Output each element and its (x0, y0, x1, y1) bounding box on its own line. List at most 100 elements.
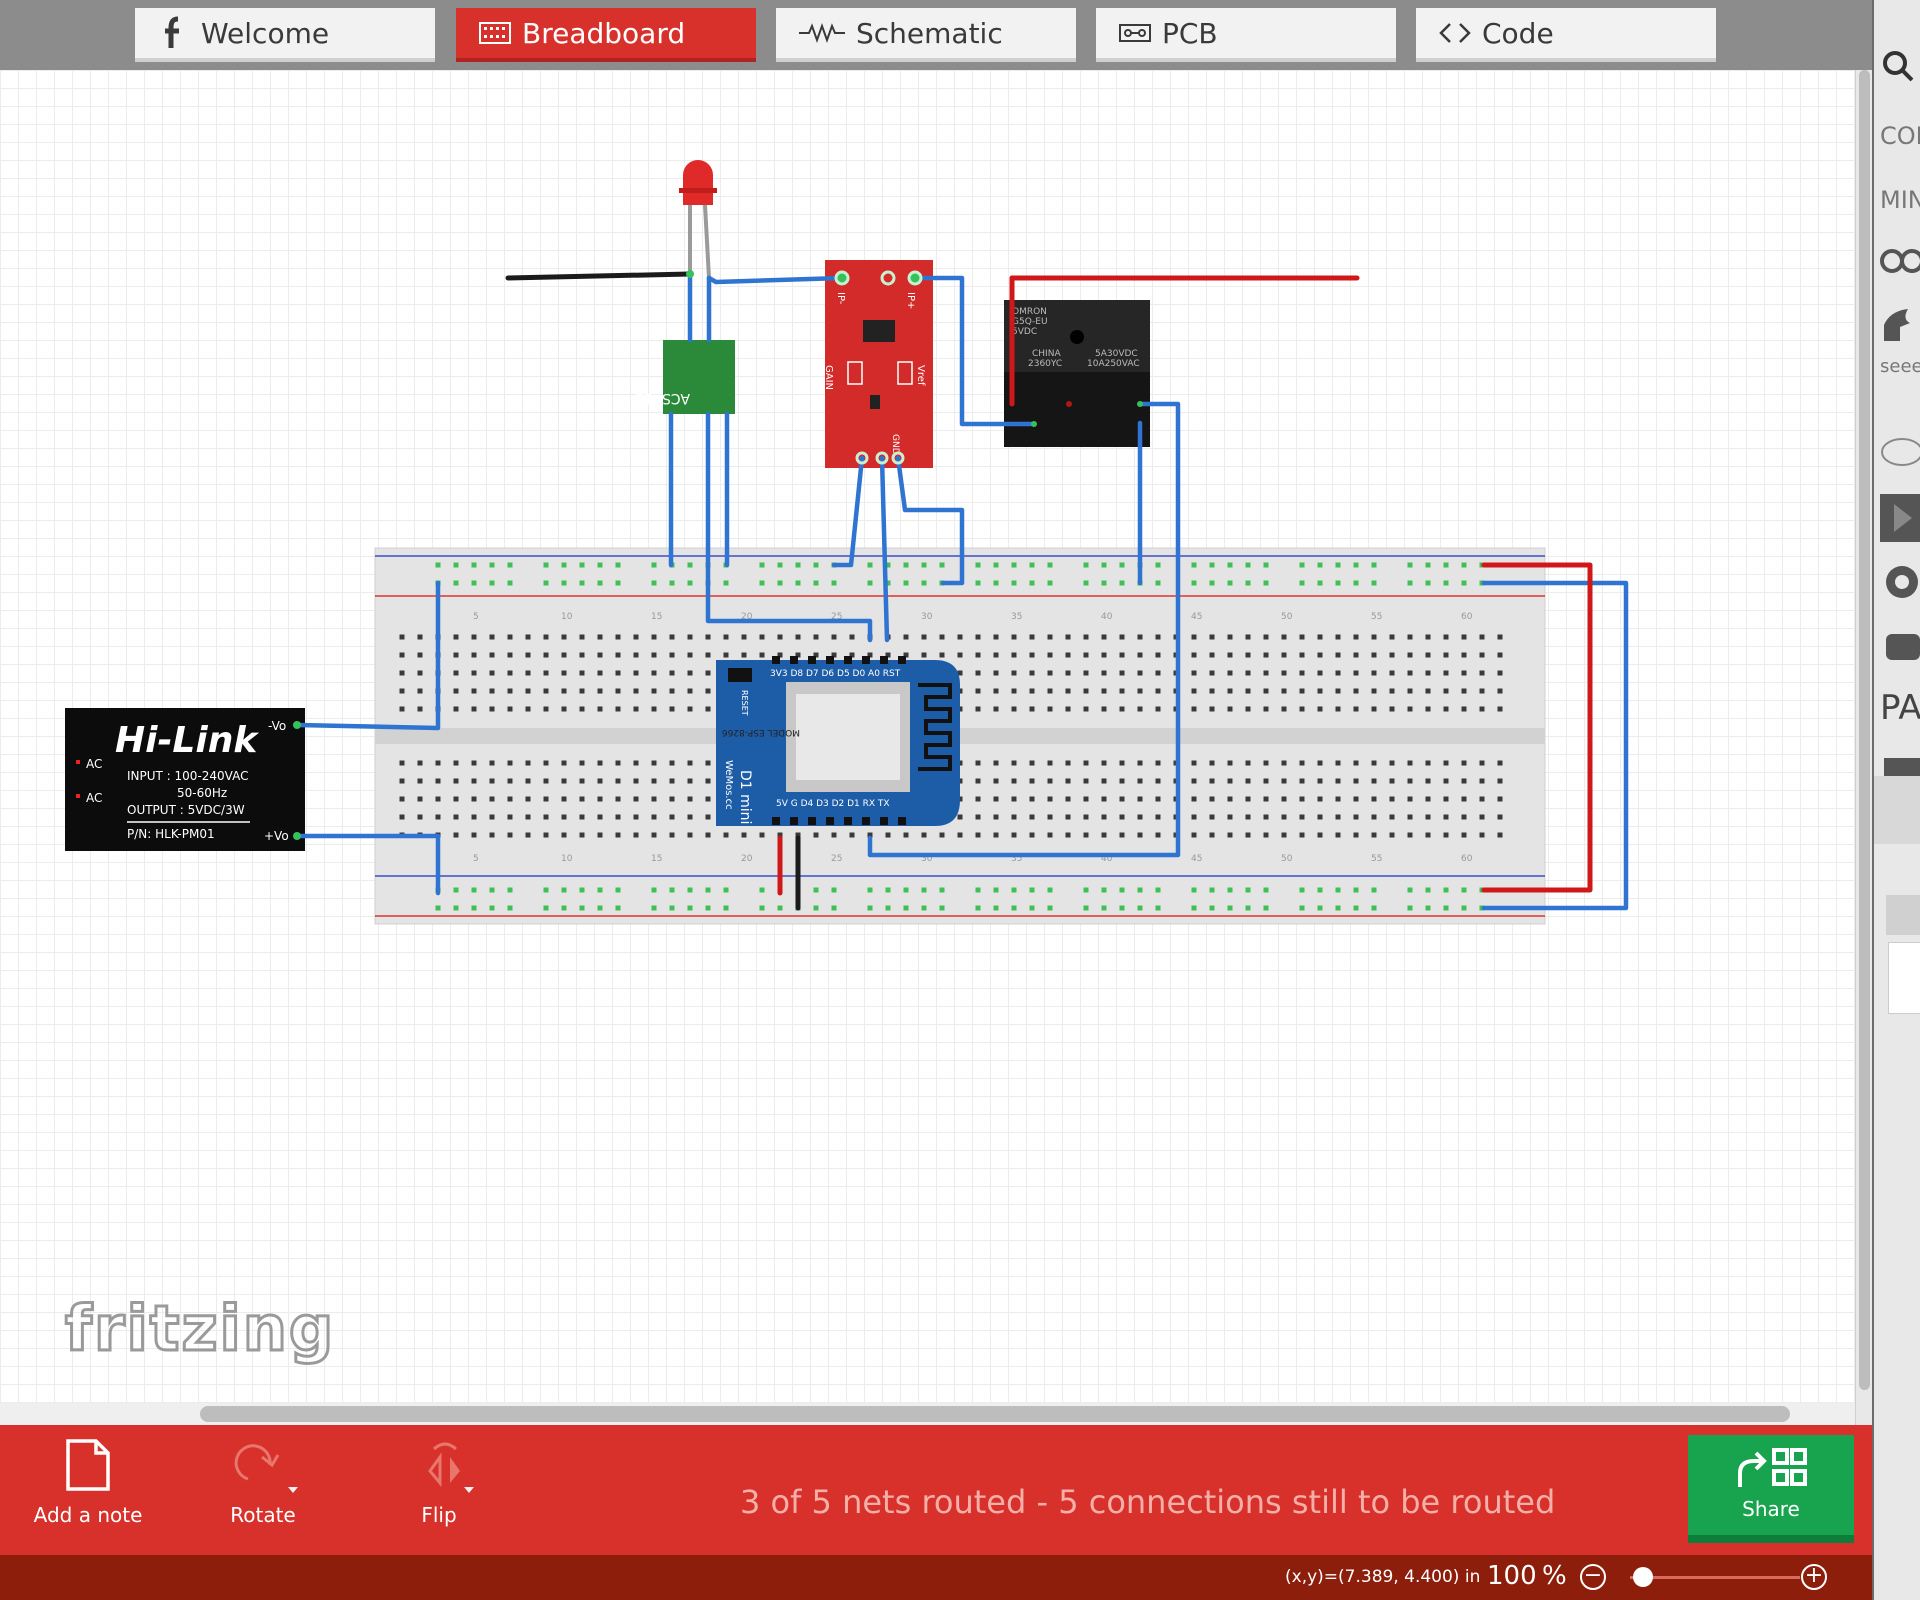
zoom-slider-track[interactable] (1630, 1576, 1800, 1579)
flip-label: Flip (421, 1503, 457, 1527)
svg-text:15: 15 (651, 854, 662, 864)
tab-label: Code (1482, 16, 1554, 50)
tab-schematic[interactable]: Schematic (776, 8, 1076, 62)
tab-code[interactable]: Code (1416, 8, 1716, 62)
zoom-value[interactable]: 100 (1487, 1561, 1537, 1591)
share-icon (1738, 1448, 1807, 1487)
parts-bin-sidebar: COR MIN seee PA (1872, 0, 1920, 1600)
seeed-icon[interactable]: seee (1880, 356, 1920, 377)
rotate-icon (234, 1444, 298, 1493)
svg-text:5: 5 (473, 612, 479, 622)
svg-text:30: 30 (921, 612, 933, 622)
horizontal-scrollbar[interactable] (0, 1403, 1855, 1425)
tab-bar: Welcome Breadboard Schematic PCB Code (0, 0, 1872, 70)
intel-icon[interactable] (1880, 436, 1920, 468)
relay-model: G5Q-EU (1012, 317, 1048, 327)
svg-text:10: 10 (561, 854, 573, 864)
svg-text:35: 35 (1011, 854, 1022, 864)
bin-scroll-area[interactable] (1874, 776, 1920, 844)
resistor-icon (798, 18, 846, 48)
svg-text:55: 55 (1371, 612, 1382, 622)
wemos-site: WeMos.cc (723, 760, 734, 810)
tab-label: Schematic (856, 16, 1003, 50)
adafruit-icon[interactable] (1880, 562, 1920, 602)
svg-text:40: 40 (1101, 854, 1113, 864)
zoom-slider-handle[interactable] (1633, 1567, 1653, 1587)
pcb-icon (1118, 18, 1152, 48)
share-button[interactable]: Share (1688, 1435, 1854, 1543)
zoom-in-button[interactable]: + (1801, 1564, 1827, 1590)
sparkfun-icon[interactable] (1880, 305, 1920, 345)
code-icon (1438, 18, 1472, 48)
current-sensor-module[interactable]: IP- IP+ GAIN Vref GND (823, 260, 933, 468)
wires[interactable] (293, 270, 1629, 911)
tab-pcb[interactable]: PCB (1096, 8, 1396, 62)
horizontal-scroll-thumb[interactable] (200, 1406, 1790, 1422)
hilink-ac1: AC (86, 757, 102, 771)
snootlab-icon[interactable] (1880, 494, 1920, 542)
svg-text:60: 60 (1461, 854, 1473, 864)
bottom-toolbar: Add a note Rotate Flip 3 of 5 nets route… (0, 1425, 1872, 1555)
inspector-panel (1888, 942, 1920, 1014)
wemos-d1-mini[interactable]: 3V3 D8 D7 D6 D5 D0 A0 RST 5V G D4 D3 D2 … (716, 656, 960, 826)
rotate-button[interactable]: Rotate (188, 1435, 338, 1527)
hilink-vo-neg: -Vo (268, 719, 286, 733)
add-note-label: Add a note (33, 1503, 143, 1527)
flip-icon (428, 1442, 474, 1493)
ina-ip-neg: IP- (835, 292, 846, 305)
status-bar: (x,y)=(7.389, 4.400) in 100 % − + (0, 1555, 1872, 1600)
pa-icon[interactable]: PA (1880, 688, 1920, 728)
zoom-out-button[interactable]: − (1580, 1564, 1606, 1590)
acs712-label: ACS712 (635, 390, 690, 406)
wemos-bottom-pins: 5V G D4 D3 D2 D1 RX TX (776, 799, 890, 809)
svg-text:15: 15 (651, 612, 662, 622)
routing-status-message[interactable]: 3 of 5 nets routed - 5 connections still… (740, 1483, 1556, 1521)
red-led[interactable] (679, 160, 717, 279)
vertical-scroll-thumb[interactable] (1859, 70, 1870, 1390)
flip-button[interactable]: Flip (364, 1435, 514, 1527)
hilink-ac2: AC (86, 791, 102, 805)
svg-text:25: 25 (831, 854, 842, 864)
svg-text:45: 45 (1191, 612, 1202, 622)
hilink-pn: P/N: HLK-PM01 (127, 827, 215, 841)
acs712-sensor[interactable]: ACS712 (635, 340, 735, 414)
svg-text:40: 40 (1101, 612, 1113, 622)
cursor-coordinates: (x,y)=(7.389, 4.400) in (1285, 1567, 1481, 1587)
bin-mine-label[interactable]: MIN (1880, 186, 1920, 214)
relay-country: CHINA (1032, 349, 1061, 359)
relay-maker: OMRON (1012, 307, 1047, 317)
tab-label: PCB (1162, 16, 1218, 50)
vertical-scrollbar[interactable] (1855, 70, 1873, 1425)
search-icon[interactable] (1880, 48, 1916, 84)
bin-core-label[interactable]: COR (1880, 122, 1920, 150)
ina-gain: GAIN (823, 365, 834, 390)
svg-text:35: 35 (1011, 612, 1022, 622)
bin-panel-tab[interactable] (1886, 895, 1920, 935)
minus-icon: − (1583, 1563, 1603, 1588)
plus-icon: + (1804, 1563, 1824, 1588)
ina-gnd: GND (890, 434, 900, 455)
share-label: Share (1742, 1497, 1800, 1521)
svg-text:30: 30 (921, 854, 933, 864)
wemos-name: D1 mini (737, 770, 753, 824)
svg-text:20: 20 (741, 854, 753, 864)
relay-vdc: 5VDC (1012, 327, 1037, 337)
tab-welcome[interactable]: Welcome (135, 8, 435, 62)
relay-rating2: 10A250VAC (1087, 359, 1140, 369)
tab-breadboard[interactable]: Breadboard (456, 8, 756, 62)
arduino-icon[interactable] (1880, 246, 1920, 276)
add-note-button[interactable]: Add a note (13, 1435, 163, 1527)
wemos-top-pins: 3V3 D8 D7 D6 D5 D0 A0 RST (770, 669, 901, 679)
microcontroller-icon[interactable] (1880, 626, 1920, 666)
fritzing-watermark: fritzing (65, 1292, 335, 1365)
zoom-unit: % (1542, 1561, 1567, 1591)
relay-code: 2360YC (1028, 359, 1062, 369)
rotate-label: Rotate (230, 1503, 296, 1527)
svg-text:5: 5 (473, 854, 479, 864)
svg-text:45: 45 (1191, 854, 1202, 864)
svg-text:10: 10 (561, 612, 573, 622)
hilink-power-module[interactable]: Hi-Link INPUT : 100-240VAC 50-60Hz OUTPU… (65, 708, 305, 851)
tab-label: Welcome (201, 16, 330, 50)
